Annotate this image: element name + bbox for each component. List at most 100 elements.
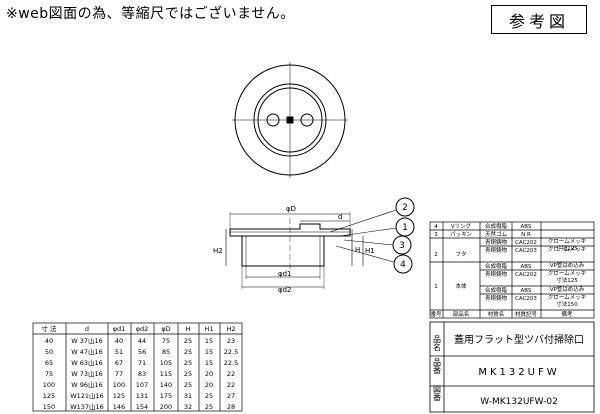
size-table-cell: 22 xyxy=(227,381,235,389)
size-table-cell: 77 xyxy=(115,370,123,378)
size-table-header: 寸 法 xyxy=(41,324,57,333)
parts-row-note: クロームメッキ xyxy=(548,294,586,301)
size-table-cell: 25 xyxy=(184,359,192,367)
cover-inner-circle xyxy=(257,87,323,153)
size-table-cell: 25 xyxy=(184,370,192,378)
size-table-cell: 15 xyxy=(205,337,213,345)
size-table-cell: 27 xyxy=(227,392,235,400)
parts-row-code: CAC202 xyxy=(515,240,537,246)
size-table-cell: 22 xyxy=(227,370,235,378)
flange-outer-circle xyxy=(234,64,346,176)
drawing-number: W-MK132UFW-02 xyxy=(480,397,558,407)
parts-row-number: 4 xyxy=(434,224,438,230)
reference-drawing-label: 参考図 xyxy=(491,5,587,34)
leader-2 xyxy=(329,209,397,233)
parts-row-number: 1 xyxy=(434,284,438,290)
parts-row-note2: 寸法125 xyxy=(556,244,578,252)
web-drawing-note: ※web図面の為、等縮尺ではございません。 xyxy=(6,6,295,22)
callout-circle-3 xyxy=(392,235,412,255)
top-view xyxy=(232,62,348,178)
parts-row-note2: 寸法125 xyxy=(556,276,578,284)
parts-row-material: 青銅鋳物 xyxy=(485,270,508,278)
dim-phid1: φd1 xyxy=(278,270,292,278)
size-table-cell: 107 xyxy=(136,381,148,389)
size-table-cell: 25 xyxy=(205,403,213,411)
size-table-cell: W137山16 xyxy=(70,402,104,411)
size-table-cell: 56 xyxy=(138,348,146,356)
dim-phiD: φD xyxy=(286,205,296,213)
size-table-header: d xyxy=(85,325,89,333)
size-table-cell: 200 xyxy=(160,403,172,411)
parts-row-material: 合成樹脂 xyxy=(485,222,508,230)
parts-table-header: 材質名 xyxy=(488,310,505,318)
size-table-cell: W 63山16 xyxy=(71,358,103,367)
size-table-cell: 22.5 xyxy=(224,348,238,356)
parts-row-number: 3 xyxy=(434,232,438,238)
product-name: 蓋用フラット型ツバ付掃除口 xyxy=(454,333,584,346)
size-table-header: H xyxy=(186,325,191,333)
size-table-cell: 140 xyxy=(160,381,172,389)
parts-row-note2: 寸法150 xyxy=(556,300,578,308)
parts-row-code: CAC203 xyxy=(515,296,537,302)
parts-row-note: VP管はめ込み xyxy=(550,261,585,269)
size-table-cell: 25 xyxy=(184,337,192,345)
size-table-cell: 75 xyxy=(45,370,53,378)
callout-label-2: 2 xyxy=(402,203,408,213)
parts-table-header: 材質記号 xyxy=(515,310,538,318)
size-table-cell: 28 xyxy=(227,403,235,411)
size-table-header: H1 xyxy=(204,325,213,333)
parts-row-material: 青銅鋳物 xyxy=(485,246,508,254)
size-table-cell: 23 xyxy=(227,337,235,345)
size-table-cell: 105 xyxy=(160,359,172,367)
zuban-label: 図番 xyxy=(433,385,442,402)
size-table-cell: 100 xyxy=(113,381,125,389)
size-table-cell: 20 xyxy=(205,370,213,378)
parts-row-code: ABS xyxy=(521,264,532,270)
size-table-cell: 25 xyxy=(184,348,192,356)
hinmei-label: 品名 xyxy=(433,335,442,352)
dim-H: H xyxy=(355,246,360,254)
callout-label-4: 4 xyxy=(400,260,406,270)
size-table-cell: 50 xyxy=(45,348,53,356)
size-table-cell: 25 xyxy=(205,392,213,400)
dim-H1: H1 xyxy=(365,247,375,255)
size-table-cell: 65 xyxy=(45,359,53,367)
parts-row-code: ABS xyxy=(521,224,532,230)
size-table-header: H2 xyxy=(226,325,235,333)
leader-4 xyxy=(335,245,395,263)
parts-row-name: 本体 xyxy=(455,282,467,290)
parts-table-header: 備考 xyxy=(561,310,573,318)
size-table-cell: W 47山16 xyxy=(71,347,103,356)
size-table-cell: 71 xyxy=(138,359,146,367)
parts-row-material: 青銅鋳物 xyxy=(485,294,508,302)
size-table-cell: 32 xyxy=(184,403,192,411)
parts-row-material: 合成樹脂 xyxy=(485,262,508,270)
size-table-header: φd1 xyxy=(113,325,126,333)
size-table-cell: 44 xyxy=(138,337,146,345)
parts-row-number: 2 xyxy=(434,252,438,258)
parts-row-name: フタ xyxy=(455,250,466,258)
parts-row-note: クロームメッキ xyxy=(548,270,586,277)
size-table-cell: 40 xyxy=(45,337,53,345)
size-table-header: φD xyxy=(161,325,170,333)
parts-row-code: ABS xyxy=(521,288,532,294)
body-profile xyxy=(241,235,325,267)
parts-row-code: N R xyxy=(521,232,531,238)
cover-outer-circle xyxy=(253,83,327,157)
size-table-cell: 83 xyxy=(138,370,146,378)
size-table-cell: W121山16 xyxy=(70,391,104,400)
size-table-cell: 100 xyxy=(43,381,55,389)
cover-hole-left xyxy=(266,113,280,127)
parts-table-header: 番号 xyxy=(430,311,442,318)
parts-row-code: CAC202 xyxy=(515,272,537,278)
cover-center-mark xyxy=(286,116,294,124)
callout-label-3: 3 xyxy=(399,241,405,251)
callout-label-1: 1 xyxy=(402,223,408,233)
size-table-cell: 75 xyxy=(162,337,170,345)
size-table-cell: 22.5 xyxy=(224,359,238,367)
size-table-cell: 15 xyxy=(205,348,213,356)
size-table-grid xyxy=(32,322,243,412)
parts-row-material: 天然ゴム xyxy=(485,230,508,238)
